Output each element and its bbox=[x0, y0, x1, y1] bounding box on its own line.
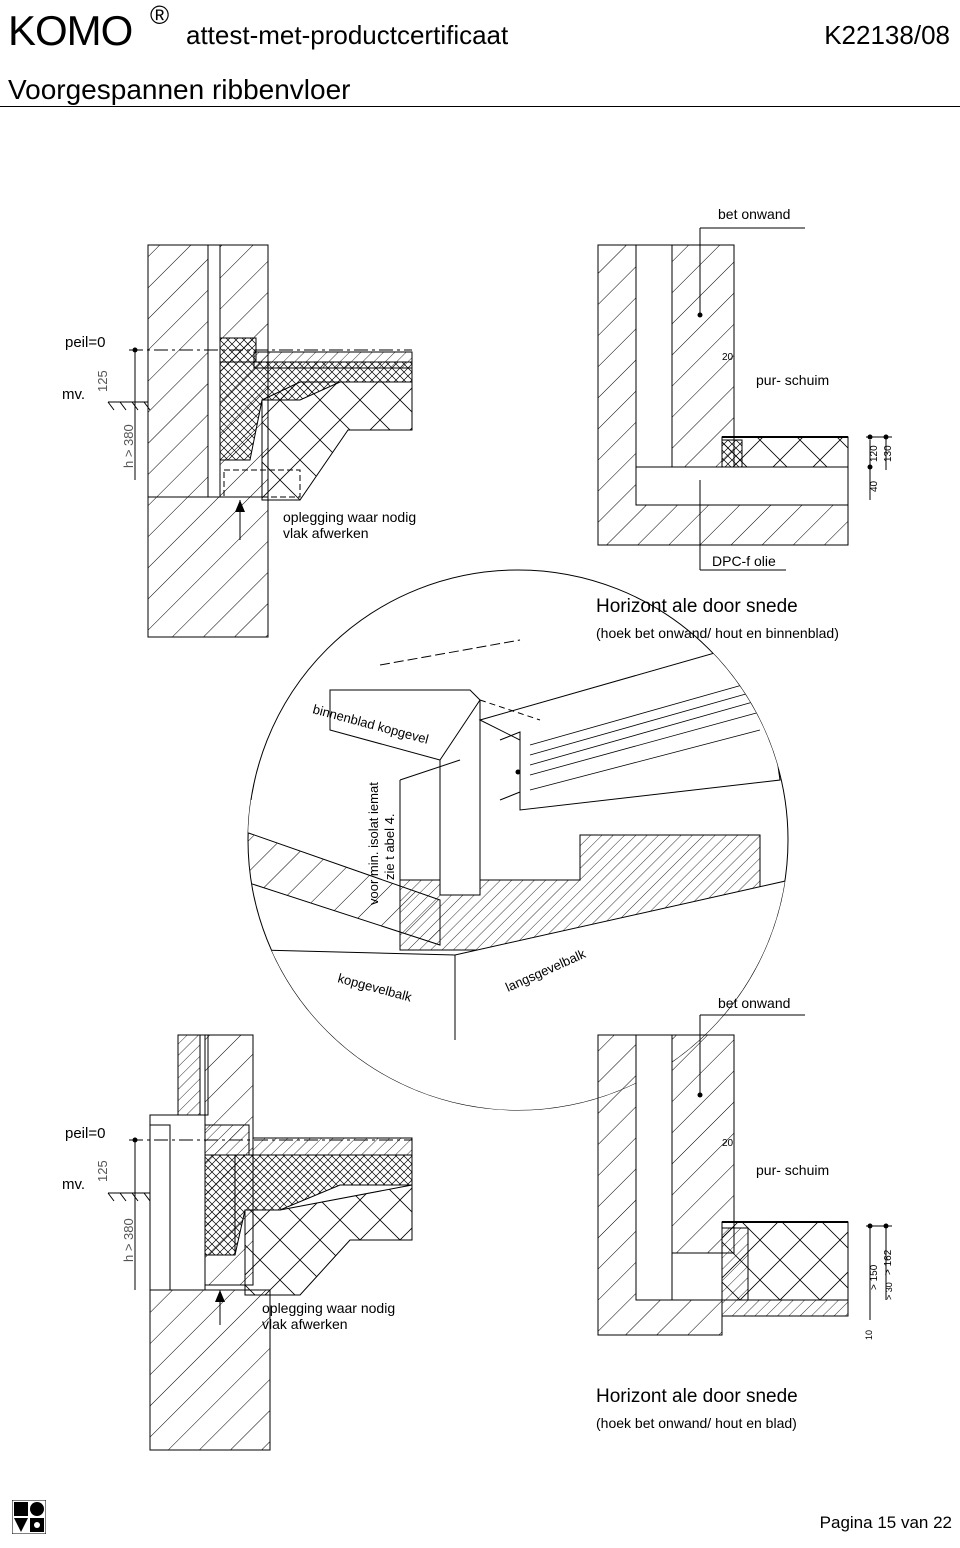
peil-label-bottom: peil=0 bbox=[65, 1125, 105, 1142]
peil-label-top: peil=0 bbox=[65, 334, 105, 351]
betonwand-label-top: bet onwand bbox=[718, 206, 790, 222]
dim-125-bottom: 125 bbox=[95, 1160, 110, 1182]
registered-mark: ® bbox=[150, 0, 170, 30]
pur-label-top: pur- schuim bbox=[756, 372, 829, 388]
page-number: Pagina 15 van 22 bbox=[819, 1513, 952, 1532]
oplegging-note-top-2: vlak afwerken bbox=[283, 525, 369, 541]
detail-top-left bbox=[107, 244, 413, 638]
detail-bottom-right bbox=[597, 1014, 892, 1336]
dim-162-bottom: > 162 bbox=[883, 1249, 894, 1275]
dim-40-top: 40 bbox=[869, 480, 880, 492]
document-type: attest-met-productcertificaat bbox=[186, 20, 509, 50]
isolatie-label-1: voor min. isolat iemat bbox=[366, 782, 381, 905]
dpc-label: DPC-f olie bbox=[712, 553, 776, 569]
oplegging-note-bottom-1: oplegging waar nodig bbox=[262, 1300, 395, 1316]
oplegging-note-top-1: oplegging waar nodig bbox=[283, 509, 416, 525]
isolatie-label-2: zie t abel 4. bbox=[382, 814, 397, 881]
dim-h380-top: h > 380 bbox=[121, 424, 136, 468]
mv-label-top: mv. bbox=[62, 386, 85, 403]
caption-sub-top: (hoek bet onwand/ hout en binnenblad) bbox=[596, 625, 839, 641]
betonwand-label-bottom: bet onwand bbox=[718, 995, 790, 1011]
caption-sub-bottom: (hoek bet onwand/ hout en blad) bbox=[596, 1415, 797, 1431]
oplegging-note-bottom-2: vlak afwerken bbox=[262, 1316, 348, 1332]
dim-120-top: 120 bbox=[869, 445, 880, 462]
detail-top-right bbox=[597, 227, 892, 571]
pur-label-bottom: pur- schuim bbox=[756, 1162, 829, 1178]
document-subtitle: Voorgespannen ribbenvloer bbox=[8, 74, 351, 105]
document-number: K22138/08 bbox=[824, 20, 950, 50]
dim-20-top: 20 bbox=[722, 352, 734, 363]
mv-label-bottom: mv. bbox=[62, 1176, 85, 1193]
komo-brand: KOMO bbox=[8, 7, 133, 54]
komo-logo-icon bbox=[12, 1500, 46, 1534]
dim-130-top: 130 bbox=[883, 445, 894, 462]
caption-title-top: Horizont ale door snede bbox=[596, 596, 798, 617]
dim-30-bottom: > 30 bbox=[884, 1282, 894, 1300]
detail-bottom-left bbox=[107, 1034, 413, 1451]
dim-10-bottom: 10 bbox=[864, 1330, 874, 1340]
dim-150-bottom: > 150 bbox=[869, 1264, 880, 1290]
header-rule bbox=[0, 106, 960, 107]
caption-title-bottom: Horizont ale door snede bbox=[596, 1386, 798, 1407]
dim-125-top: 125 bbox=[95, 370, 110, 392]
dim-h380-bottom: h > 380 bbox=[121, 1218, 136, 1262]
page-header: KOMO ® attest-met-productcertificaat K22… bbox=[0, 0, 960, 110]
dim-20-bottom: 20 bbox=[722, 1138, 734, 1149]
